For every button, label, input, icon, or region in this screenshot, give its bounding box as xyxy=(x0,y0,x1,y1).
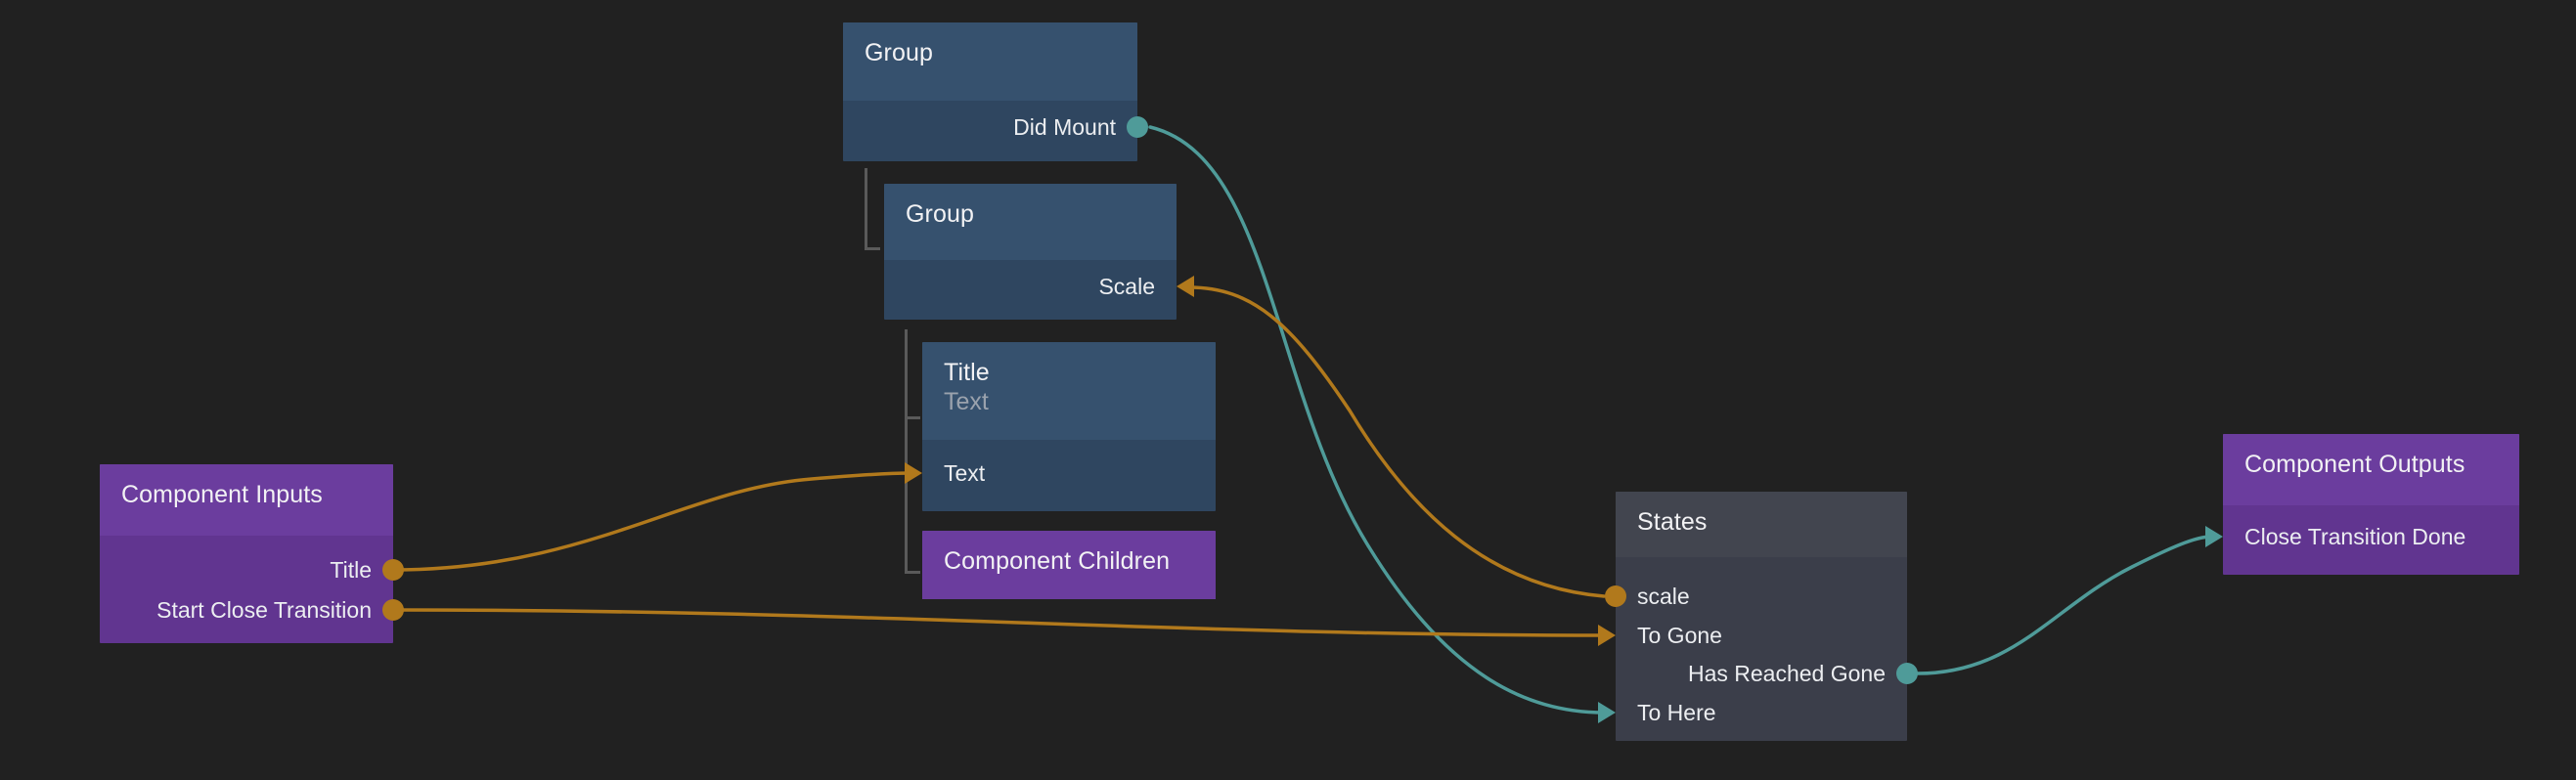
port-dot-title-out[interactable] xyxy=(382,559,404,581)
port-dot-scale-state[interactable] xyxy=(1605,585,1626,607)
port-arrow-to-gone[interactable] xyxy=(1598,625,1616,646)
port-label: Did Mount xyxy=(1013,114,1116,140)
tree-link-branch xyxy=(905,571,920,574)
port-row-start-close-transition-out[interactable]: Start Close Transition xyxy=(156,597,393,623)
port-label: scale xyxy=(1637,584,1690,609)
port-row-scale-state[interactable]: scale xyxy=(1616,584,1690,609)
port-row-to-gone[interactable]: To Gone xyxy=(1616,623,1722,648)
tree-link-branch xyxy=(905,416,920,419)
port-arrow-close-transition-done[interactable] xyxy=(2205,526,2223,547)
port-arrow-scale-in[interactable] xyxy=(1177,276,1194,297)
graph-edge xyxy=(391,471,912,572)
graph-edge xyxy=(1187,285,1606,598)
tree-link xyxy=(865,168,884,250)
port-label: Title xyxy=(330,557,372,583)
port-label: Close Transition Done xyxy=(2244,524,2466,549)
port-label: Scale xyxy=(1098,274,1155,299)
port-label: Text xyxy=(944,460,986,486)
graph-edge xyxy=(391,608,1606,637)
port-row-scale-in[interactable]: Scale xyxy=(1098,274,1177,299)
port-row-to-here[interactable]: To Here xyxy=(1616,700,1716,725)
tree-link xyxy=(905,329,924,574)
port-row-text-in[interactable]: Text xyxy=(922,460,985,486)
port-label: Has Reached Gone xyxy=(1687,661,1886,686)
tree-link-vertical xyxy=(865,168,867,250)
port-row-did-mount[interactable]: Did Mount xyxy=(1013,114,1137,140)
node-title: States xyxy=(1637,508,1708,536)
node-header[interactable]: Component Outputs xyxy=(2223,434,2519,505)
port-label: Start Close Transition xyxy=(156,597,372,623)
node-header[interactable]: Component Children xyxy=(922,531,1216,599)
node-header[interactable]: Group xyxy=(884,184,1177,260)
node-title: Component Children xyxy=(944,547,1171,575)
node-title: Component Outputs xyxy=(2244,451,2465,478)
graph-edge xyxy=(1148,125,1606,715)
node-header[interactable]: Group xyxy=(843,22,1137,101)
node-subtitle: Text xyxy=(944,388,989,415)
port-label: To Here xyxy=(1637,700,1716,725)
graph-edge xyxy=(1916,535,2213,675)
tree-link-vertical xyxy=(905,329,908,574)
node-component-children[interactable]: Component Children xyxy=(922,531,1216,599)
node-header[interactable]: States xyxy=(1616,492,1907,557)
node-title: Group xyxy=(906,200,974,228)
node-title: Group xyxy=(865,39,933,66)
port-row-has-reached-gone[interactable]: Has Reached Gone xyxy=(1688,661,1907,686)
tree-link-branch xyxy=(865,247,880,250)
node-title: Component Inputs xyxy=(121,481,323,508)
port-row-title-out[interactable]: Title xyxy=(330,557,393,583)
node-header[interactable]: Component Inputs xyxy=(100,464,393,536)
port-dot-start-close-transition-out[interactable] xyxy=(382,599,404,621)
port-dot-did-mount[interactable] xyxy=(1127,116,1148,138)
port-dot-has-reached-gone[interactable] xyxy=(1896,663,1918,684)
port-row-close-transition-done[interactable]: Close Transition Done xyxy=(2223,524,2465,549)
node-title: Title xyxy=(944,359,990,386)
port-arrow-to-here[interactable] xyxy=(1598,702,1616,723)
port-arrow-text-in[interactable] xyxy=(905,462,922,484)
port-label: To Gone xyxy=(1637,623,1722,648)
